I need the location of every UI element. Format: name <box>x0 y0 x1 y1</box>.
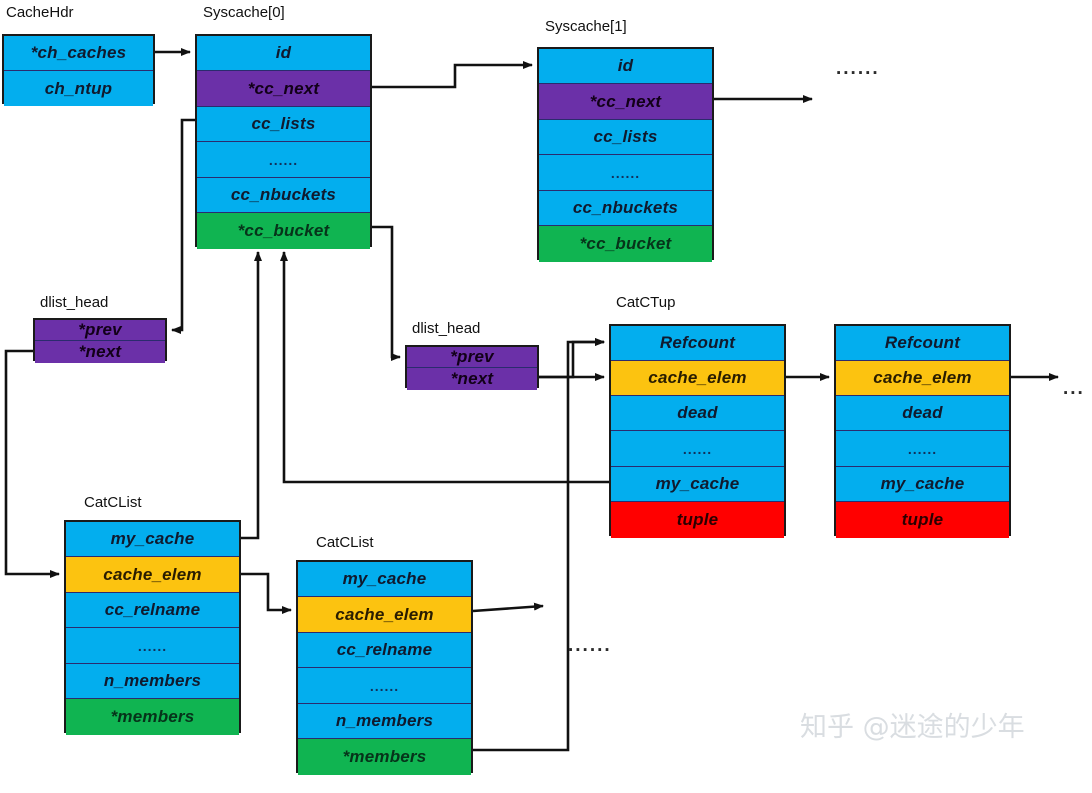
edge-dlistmid-prev-to-catctup1-refcount <box>539 338 605 379</box>
field-catctup-1-3: ...... <box>611 431 784 467</box>
edge-syscache0next-to-syscache1 <box>372 61 533 89</box>
struct-caption-dlist-head-mid: dlist_head <box>412 320 481 337</box>
struct-dlist-head-mid: *prev*next <box>405 345 539 390</box>
field-dlist-head-left-1: *next <box>35 341 165 363</box>
field-syscache0-0: id <box>197 36 370 71</box>
field-catclist-2-5: *members <box>298 739 471 775</box>
field-syscache0-2: cc_lists <box>197 107 370 142</box>
watermark: 知乎 @迷途的少年 <box>800 712 1025 743</box>
edge-catclist1-to-catclist2 <box>241 572 292 614</box>
field-syscache1-1: *cc_next <box>539 84 712 120</box>
field-catclist-2-3: ...... <box>298 668 471 704</box>
field-cachehdr-0: *ch_caches <box>4 36 153 71</box>
field-catclist-1-5: *members <box>66 699 239 735</box>
field-syscache1-2: cc_lists <box>539 120 712 155</box>
edge-catclist1-mycache-to-ccbucket <box>241 251 262 540</box>
field-dlist-head-mid-0: *prev <box>407 347 537 368</box>
field-syscache0-4: cc_nbuckets <box>197 178 370 213</box>
field-catctup-1-2: dead <box>611 396 784 431</box>
edge-catclist2-members-to-catctup1 <box>473 338 605 752</box>
edge-dlistleft-next-to-catclist1 <box>4 349 60 578</box>
struct-caption-syscache0: Syscache[0] <box>203 4 285 21</box>
edge-catclist2-to-ellipsis <box>472 602 544 613</box>
field-syscache1-5: *cc_bucket <box>539 226 712 262</box>
field-catctup-2-4: my_cache <box>836 467 1009 502</box>
field-catctup-2-5: tuple <box>836 502 1009 538</box>
struct-caption-catclist-2: CatCList <box>316 534 374 551</box>
field-catclist-1-1: cache_elem <box>66 557 239 593</box>
field-syscache1-4: cc_nbuckets <box>539 191 712 226</box>
edge-ccbucket-to-dlist-mid <box>372 225 401 361</box>
struct-caption-catctup-1: CatCTup <box>616 294 676 311</box>
field-catctup-2-0: Refcount <box>836 326 1009 361</box>
field-dlist-head-left-0: *prev <box>35 320 165 341</box>
field-syscache0-5: *cc_bucket <box>197 213 370 249</box>
field-catctup-2-1: cache_elem <box>836 361 1009 396</box>
struct-dlist-head-left: *prev*next <box>33 318 167 363</box>
field-catclist-2-2: cc_relname <box>298 633 471 668</box>
field-syscache1-3: ...... <box>539 155 712 191</box>
edge-cclists-to-dlist-left <box>171 118 195 334</box>
field-syscache0-3: ...... <box>197 142 370 178</box>
field-catclist-2-0: my_cache <box>298 562 471 597</box>
struct-caption-cachehdr: CacheHdr <box>6 4 74 21</box>
top-right-ellipsis: ...... <box>836 58 880 79</box>
struct-caption-catclist-1: CatCList <box>84 494 142 511</box>
field-catctup-2-2: dead <box>836 396 1009 431</box>
field-catctup-1-0: Refcount <box>611 326 784 361</box>
right-middle-ellipsis: ... <box>1063 378 1085 399</box>
struct-caption-dlist-head-left: dlist_head <box>40 294 109 311</box>
bottom-middle-ellipsis: ...... <box>568 635 612 656</box>
field-catclist-1-0: my_cache <box>66 522 239 557</box>
struct-caption-syscache1: Syscache[1] <box>545 18 627 35</box>
field-catclist-1-4: n_members <box>66 664 239 699</box>
field-cachehdr-1: ch_ntup <box>4 71 153 106</box>
field-catclist-2-4: n_members <box>298 704 471 739</box>
field-catclist-1-2: cc_relname <box>66 593 239 628</box>
field-catctup-1-5: tuple <box>611 502 784 538</box>
field-dlist-head-mid-1: *next <box>407 368 537 390</box>
field-syscache0-1: *cc_next <box>197 71 370 107</box>
field-catctup-1-1: cache_elem <box>611 361 784 396</box>
field-syscache1-0: id <box>539 49 712 84</box>
field-catclist-1-3: ...... <box>66 628 239 664</box>
field-catclist-2-1: cache_elem <box>298 597 471 633</box>
field-catctup-2-3: ...... <box>836 431 1009 467</box>
field-catctup-1-4: my_cache <box>611 467 784 502</box>
